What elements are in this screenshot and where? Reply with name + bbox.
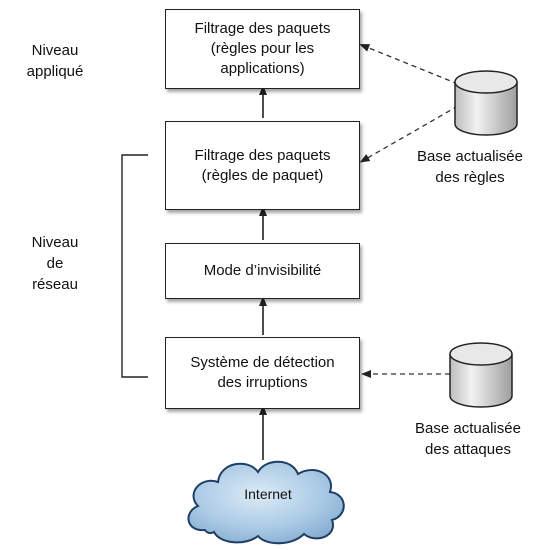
application-packet-filter-box: Filtrage des paquets (règles pour les ap… [165,9,360,89]
network-level-label: Niveau de réseau [31,234,79,293]
attacks-database-icon [449,342,513,408]
dashed-arrow-rules-to-app-filter [359,44,459,85]
internet-label: Internet [244,486,292,502]
internet-cloud-icon [187,460,345,545]
attacks-database-label: Base actualisée des attaques [415,420,521,458]
network-level-bracket [121,154,148,378]
dashed-arrow-rules-to-packet-filter [359,105,459,163]
stealth-mode-box: Mode d’invisibilité [165,243,360,299]
application-level-label: Niveau appliqué [26,42,84,80]
rules-database-label: Base actualisée des règles [417,148,523,186]
packet-filter-box: Filtrage des paquets (règles de paquet) [165,121,360,210]
intrusion-detection-box: Système de détection des irruptions [165,337,360,409]
rules-database-icon [454,70,518,136]
